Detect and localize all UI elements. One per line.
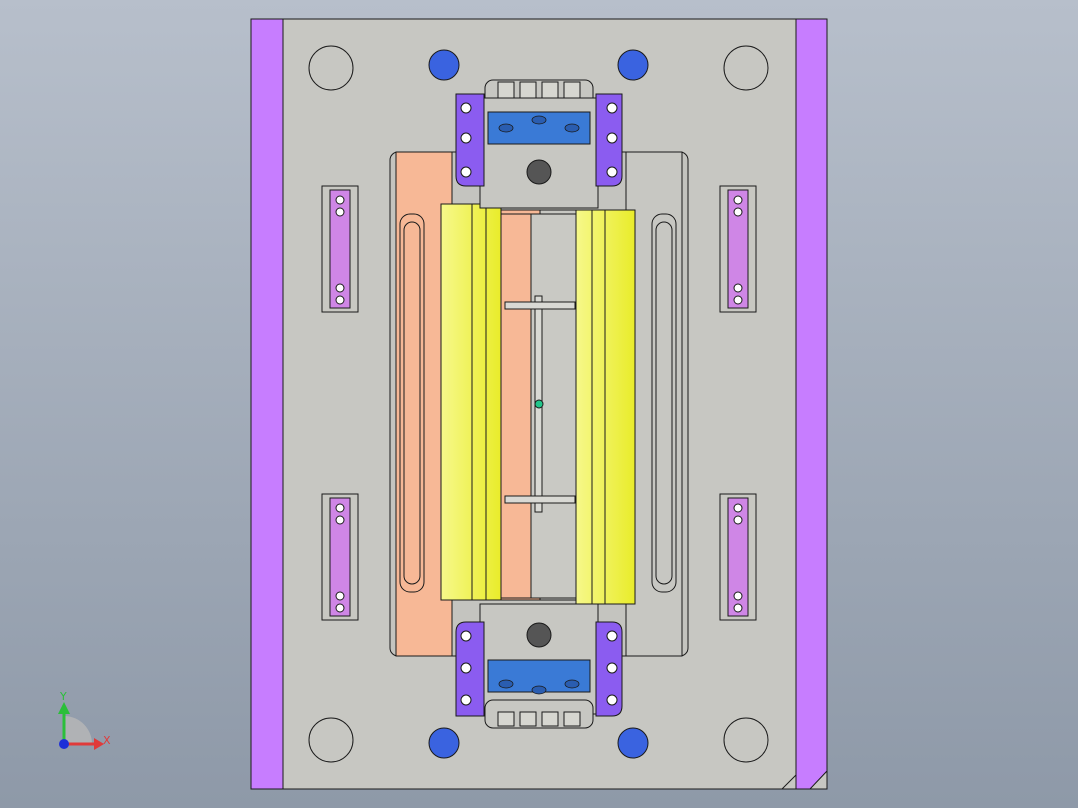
side-rail-right-chamfer [781,774,797,790]
insert-left-slot-inner [403,221,421,585]
ejector-hole-top[interactable] [526,159,552,185]
wedge-right-bottom-inner [727,497,749,617]
side-rail-right[interactable] [795,18,828,790]
triad-arc [64,716,92,744]
ejector-hole-bottom[interactable] [526,622,552,648]
sprue-gate[interactable] [534,399,544,409]
x-axis-label: X [103,734,111,747]
triad-origin [59,739,69,749]
guide-bush-tl[interactable] [428,49,460,81]
axis-triad: Y X [58,690,111,750]
guide-bush-tr[interactable] [617,49,649,81]
insert-left-slot [399,213,425,593]
insert-right-slot [651,213,677,593]
screw-holes [335,102,743,706]
wedge-left-top-inner [329,189,351,309]
slider-core-left[interactable] [440,203,502,601]
wear-plate-holes [498,115,580,695]
guide-bush-bl[interactable] [428,727,460,759]
guide-bush-br[interactable] [617,727,649,759]
guide-pillar-hole-br[interactable] [723,717,769,763]
y-axis-arrow [58,702,70,714]
guide-pillar-hole-tr[interactable] [723,45,769,91]
slide-rollers-bottom [497,711,581,727]
insert-right-slot-inner [655,221,673,585]
wedge-left-bottom-inner [329,497,351,617]
side-rail-left[interactable] [250,18,284,790]
mold-plate-assembly[interactable] [250,18,828,790]
wedge-right-top-inner [727,189,749,309]
runner-branch-top [504,301,576,310]
guide-pillar-hole-bl[interactable] [308,717,354,763]
slide-body-bottom[interactable] [479,603,599,715]
guide-pillar-hole-tl[interactable] [308,45,354,91]
runner-branch-bottom [504,495,576,504]
y-axis-label: Y [59,690,67,703]
slider-core-left-step [500,213,532,599]
x-axis-arrow [94,738,104,750]
